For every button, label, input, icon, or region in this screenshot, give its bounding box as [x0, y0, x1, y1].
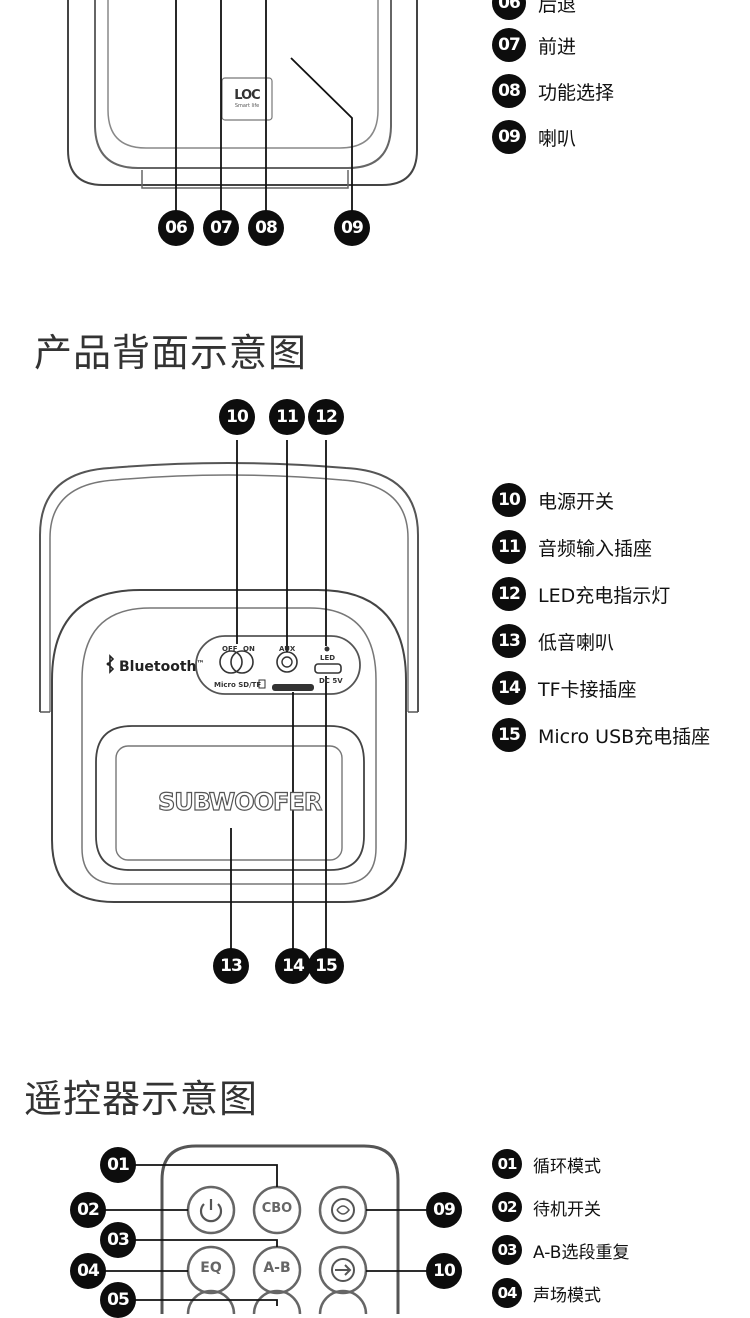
callout-r10: 10	[426, 1253, 462, 1289]
front-legend-item: 06 后退	[492, 0, 576, 20]
callout-08: 08	[248, 210, 284, 246]
panel-label-aux: AUX	[279, 645, 296, 653]
panel-label-on: ON	[243, 645, 255, 653]
legend-badge: 01	[492, 1149, 522, 1179]
legend-label: 喇叭	[538, 127, 577, 150]
back-section-title: 产品背面示意图	[34, 331, 308, 375]
callout-r05: 05	[100, 1282, 136, 1318]
front-legend-item: 07 前进	[492, 28, 576, 62]
legend-badge: 06	[492, 0, 526, 20]
callout-r09: 09	[426, 1192, 462, 1228]
remote-diagram	[100, 1144, 428, 1314]
callout-r01: 01	[100, 1147, 136, 1183]
legend-badge: 03	[492, 1235, 522, 1265]
remote-section-title: 遥控器示意图	[24, 1077, 259, 1121]
legend-label: 待机开关	[533, 1199, 601, 1220]
front-logo-sub: Smart life	[234, 103, 260, 109]
remote-button-eq: EQ	[200, 1260, 222, 1276]
legend-label: 功能选择	[538, 81, 615, 104]
panel-label-dc: DC 5V	[319, 677, 343, 685]
legend-badge: 08	[492, 74, 526, 108]
callout-07: 07	[203, 210, 239, 246]
bluetooth-tm: ™	[196, 659, 205, 668]
legend-label: 后退	[538, 0, 577, 16]
panel-label-microsd: Micro SD/TF	[214, 681, 262, 689]
front-legend-item: 08 功能选择	[492, 74, 614, 108]
front-logo: LOC Smart life	[226, 88, 268, 109]
legend-label: 音频输入插座	[538, 537, 653, 560]
legend-label: TF卡接插座	[538, 678, 637, 701]
remote-legend-item: 03 A-B选段重复	[492, 1233, 629, 1267]
legend-label: LED充电指示灯	[538, 584, 671, 607]
panel-label-off: OFF	[222, 645, 238, 653]
back-legend-item: 15 Micro USB充电插座	[492, 718, 710, 752]
callout-09: 09	[334, 210, 370, 246]
remote-legend-item: 04 声场模式	[492, 1276, 601, 1310]
legend-badge: 04	[492, 1278, 522, 1308]
legend-label: 声场模式	[533, 1285, 601, 1306]
remote-button-ab: A-B	[263, 1260, 291, 1276]
remote-button-cbo: CBO	[261, 1201, 293, 1216]
legend-label: 低音喇叭	[538, 631, 615, 654]
remote-legend-item: 02 待机开关	[492, 1190, 601, 1224]
front-speaker-diagram	[67, 0, 418, 212]
callout-12: 12	[308, 399, 344, 435]
callout-14: 14	[275, 948, 311, 984]
back-legend-item: 11 音频输入插座	[492, 530, 652, 564]
callout-11: 11	[269, 399, 305, 435]
panel-label-led: LED	[320, 654, 336, 662]
legend-label: 电源开关	[538, 490, 615, 513]
legend-label: 前进	[538, 35, 577, 58]
legend-badge: 12	[492, 577, 526, 611]
callout-r02: 02	[70, 1192, 106, 1228]
legend-badge: 07	[492, 28, 526, 62]
front-logo-text: LOC	[234, 88, 260, 103]
back-legend-item: 12 LED充电指示灯	[492, 577, 670, 611]
legend-badge: 15	[492, 718, 526, 752]
grille-text: SUBWOOFER	[157, 787, 323, 816]
callout-13: 13	[213, 948, 249, 984]
front-legend-item: 09 喇叭	[492, 120, 576, 154]
legend-label: 循环模式	[533, 1156, 601, 1177]
legend-badge: 10	[492, 483, 526, 517]
legend-badge: 11	[492, 530, 526, 564]
callout-06: 06	[158, 210, 194, 246]
legend-label: A-B选段重复	[533, 1242, 630, 1263]
callout-r03: 03	[100, 1222, 136, 1258]
legend-label: Micro USB充电插座	[538, 725, 711, 748]
back-speaker-diagram	[39, 440, 419, 950]
legend-badge: 13	[492, 624, 526, 658]
legend-badge: 14	[492, 671, 526, 705]
bluetooth-brand-text: Bluetooth	[119, 659, 197, 675]
callout-10: 10	[219, 399, 255, 435]
callout-15: 15	[308, 948, 344, 984]
legend-badge: 02	[492, 1192, 522, 1222]
callout-r04: 04	[70, 1253, 106, 1289]
back-legend-item: 13 低音喇叭	[492, 624, 614, 658]
bluetooth-brand: Bluetooth™	[119, 659, 205, 675]
remote-legend-item: 01 循环模式	[492, 1147, 601, 1181]
back-legend-item: 14 TF卡接插座	[492, 671, 637, 705]
back-legend-item: 10 电源开关	[492, 483, 614, 517]
legend-badge: 09	[492, 120, 526, 154]
